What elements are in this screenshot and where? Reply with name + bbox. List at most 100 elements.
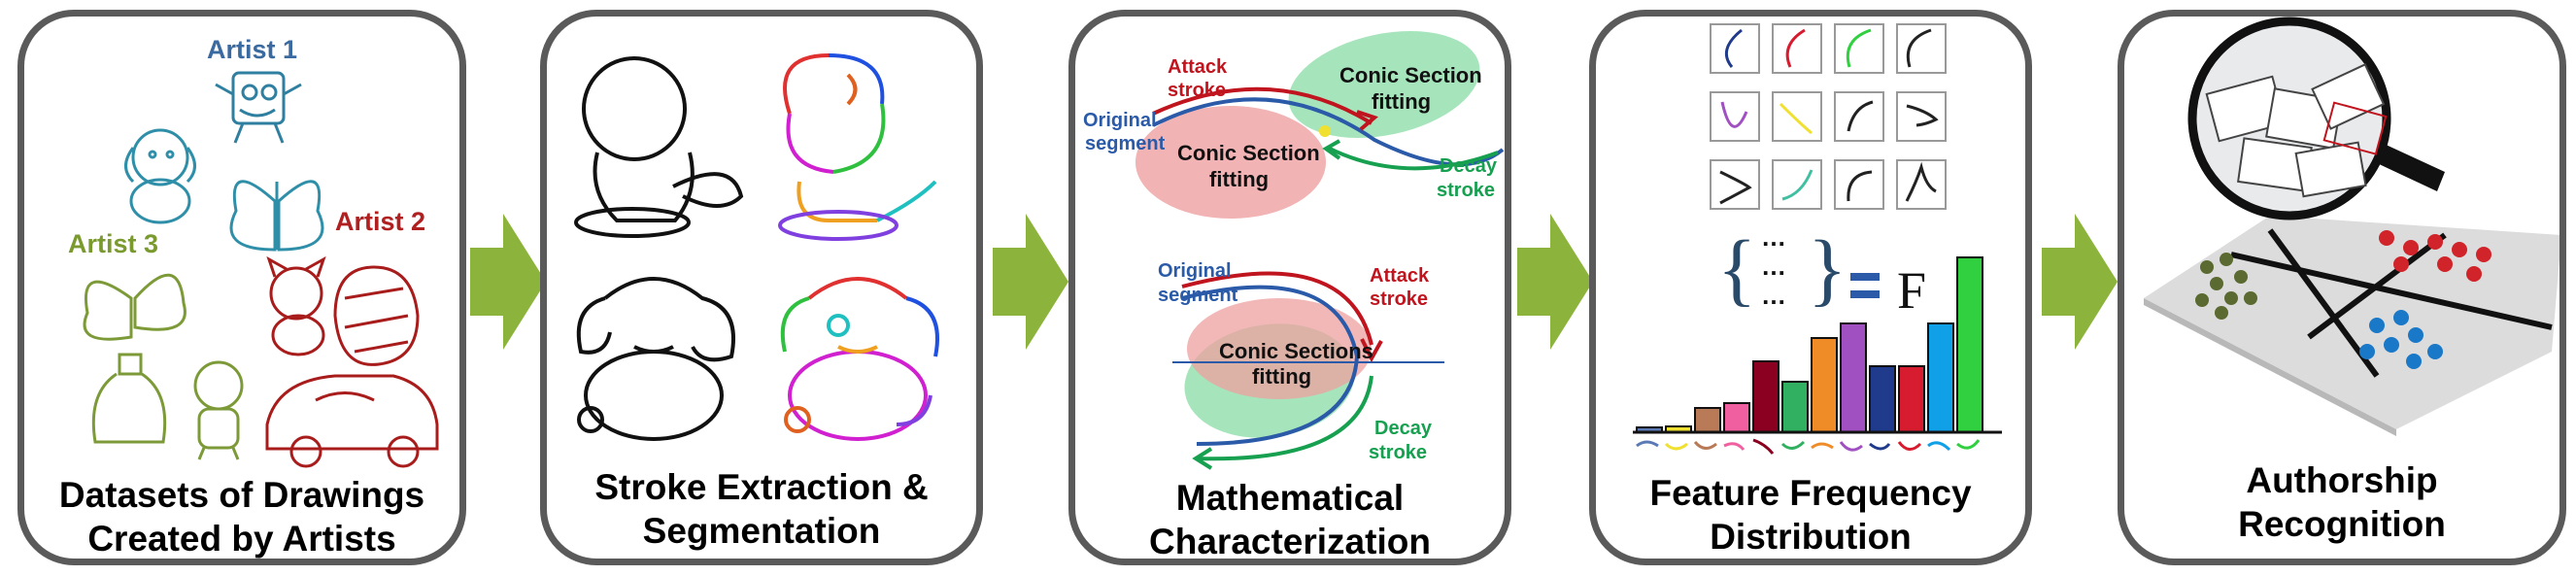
panel-1-caption-line-2: Created by Artists — [87, 519, 396, 559]
top-conic-right-label-2: fitting — [1372, 89, 1431, 114]
top-original-label-2: segment — [1085, 133, 1166, 154]
panel-datasets: Artist 1 Artist 2 Artist 3 — [17, 10, 466, 565]
equals-bar-bottom — [1850, 290, 1880, 298]
class-drops-blue — [2359, 310, 2443, 369]
top-conic-left-label-2: fitting — [1209, 167, 1269, 191]
top-decay-label-1: Decay — [1440, 155, 1498, 177]
arrow-3-icon — [1517, 214, 1593, 350]
histogram-bar — [1752, 360, 1779, 433]
attack-arrowhead-bottom — [1360, 338, 1383, 363]
conic-fitting-diagram: Attack stroke Original segment Conic Sec… — [1083, 31, 1505, 470]
attack-arrowhead-top — [1356, 110, 1378, 131]
histogram-bar — [1956, 256, 1983, 433]
histogram-bar — [1927, 322, 1954, 433]
panel-3-caption-line-1: Mathematical — [1175, 478, 1405, 518]
artist-3-label: Artist 3 — [68, 229, 158, 258]
panel-1-caption-line-1: Datasets of Drawings — [58, 475, 425, 515]
top-conic-right-label-1: Conic Section — [1339, 63, 1482, 87]
conic-ellipse-red-top — [1135, 106, 1326, 219]
feature-histogram: { } … … … F — [1633, 23, 2002, 455]
arrow-1-icon — [470, 214, 546, 350]
drawings-pile — [2205, 63, 2386, 198]
panel-feature-frequency: { } … … … F Feature Frequency Distributi… — [1589, 10, 2032, 565]
panel-authorship-recognition: Authorship Recognition — [2118, 10, 2566, 565]
histogram-bar — [1840, 322, 1867, 433]
histogram-bar — [1811, 337, 1838, 433]
attack-stroke-top — [1152, 86, 1373, 125]
puppy-sketch — [124, 128, 196, 224]
top-attack-label-2: stroke — [1168, 80, 1226, 101]
artist-1-label: Artist 1 — [207, 35, 297, 64]
arrow-2-icon — [993, 214, 1068, 350]
stroke-thumbnails — [1710, 23, 1947, 210]
decay-arrowhead-bottom — [1192, 447, 1213, 470]
panel-2-caption-line-1: Stroke Extraction & — [594, 467, 929, 507]
bottom-original-label-2: segment — [1158, 285, 1238, 306]
vector-dots-2: … — [1761, 252, 1786, 281]
histogram-stroke-glyphs — [1636, 438, 1981, 455]
stroke-sketches — [574, 53, 939, 441]
car-sketch — [265, 374, 439, 468]
black-doraemon-sketch — [574, 56, 744, 238]
top-conic-left-label-1: Conic Section — [1177, 141, 1320, 165]
vector-dots-3: … — [1761, 281, 1786, 310]
panel-5-caption-line-1: Authorship — [2246, 460, 2438, 500]
bottom-attack-label-1: Attack — [1370, 265, 1430, 287]
olive-butterfly-sketch — [83, 273, 186, 341]
vector-dots-1: … — [1761, 222, 1786, 252]
right-brace: } — [1808, 224, 1847, 315]
junction-point-icon — [1319, 125, 1331, 137]
decay-stroke-top — [1327, 146, 1499, 171]
decay-stroke-bottom — [1196, 375, 1373, 461]
spongebob-sketch — [215, 71, 302, 144]
feature-symbol: F — [1897, 261, 1926, 320]
plane-edge — [2144, 298, 2396, 436]
class-dots-olive — [2195, 253, 2257, 320]
conic-ellipse-green-top — [1288, 31, 1480, 138]
class-stars-red — [2379, 230, 2491, 282]
left-brace: { — [1717, 224, 1756, 315]
panel-2-caption-line-2: Segmentation — [642, 511, 881, 551]
arrow-4-icon — [2042, 214, 2118, 350]
cat-sketch — [266, 255, 326, 356]
black-puppy-sketch — [576, 277, 735, 441]
bottom-original-label-1: Original — [1158, 260, 1232, 282]
histogram-bar — [1898, 365, 1925, 433]
drawings-pile-red — [2322, 101, 2388, 155]
classification-plane — [2144, 216, 2559, 429]
colored-puppy-strokes — [780, 277, 939, 441]
histogram-bars — [1636, 256, 1983, 433]
attack-stroke-bottom — [1181, 271, 1373, 346]
recognition-illustration — [2144, 17, 2559, 436]
decision-boundaries — [2230, 228, 2553, 378]
bottle-sketch — [91, 353, 167, 444]
stroke-thumbnail-curves — [1719, 28, 1939, 205]
histogram-bar — [1694, 407, 1721, 433]
bottom-conic-label-2: fitting — [1252, 364, 1311, 389]
panel-5-caption-line-2: Recognition — [2238, 504, 2446, 544]
equals-bar-top — [1850, 273, 1880, 281]
top-original-label-1: Original — [1083, 110, 1157, 131]
top-decay-label-2: stroke — [1437, 180, 1495, 201]
bottom-attack-label-2: stroke — [1370, 288, 1428, 310]
butterfly-sketch — [229, 180, 324, 252]
artist-drawings: Artist 1 Artist 2 Artist 3 — [68, 35, 439, 468]
panel-4-caption-line-1: Feature Frequency — [1649, 473, 1972, 513]
panel-mathematical-characterization: Attack stroke Original segment Conic Sec… — [1068, 10, 1511, 565]
panel-stroke-extraction: Stroke Extraction & Segmentation — [540, 10, 983, 565]
panel-3-caption-line-2: Characterization — [1149, 522, 1431, 561]
conic-ellipse-red-bottom — [1187, 298, 1372, 399]
histogram-bar — [1723, 402, 1750, 433]
histogram-bar — [1869, 365, 1896, 433]
decay-arrowhead-top — [1322, 139, 1341, 160]
panel-4-caption-line-2: Distribution — [1710, 517, 1912, 557]
original-segment-top — [1152, 97, 1505, 167]
apple-sketch — [333, 265, 420, 366]
top-attack-label-1: Attack — [1168, 56, 1228, 78]
original-segment-bottom — [1181, 285, 1360, 446]
doraemon-sketch — [193, 360, 244, 460]
colored-doraemon-strokes — [778, 53, 937, 241]
bottom-conic-label-1: Conic Sections — [1219, 339, 1373, 363]
histogram-bar — [1781, 381, 1809, 433]
bottom-decay-label-2: stroke — [1369, 442, 1427, 463]
